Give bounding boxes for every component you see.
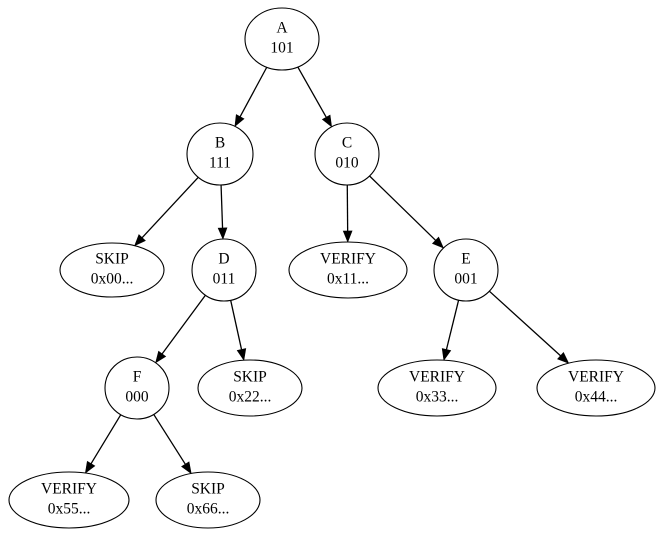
edge-D-to-S2 — [230, 300, 243, 350]
arrowhead-icon — [84, 460, 96, 474]
arrowhead-icon — [155, 350, 167, 364]
node-shape-ellipse — [536, 359, 656, 417]
node-s0[interactable]: SKIP 0x00... — [59, 242, 165, 298]
node-label-secondary: 000 — [125, 389, 149, 406]
node-label-primary: E — [461, 251, 470, 268]
node-e[interactable]: E 001 — [433, 238, 499, 302]
node-shape-ellipse — [8, 471, 130, 529]
node-label-primary: C — [342, 135, 352, 152]
node-shape-ellipse — [288, 241, 408, 299]
node-v5[interactable]: VERIFY 0x55... — [8, 471, 130, 529]
edge-D-to-F — [161, 294, 206, 355]
edge-E-to-V3 — [445, 300, 460, 350]
node-shape-ellipse — [155, 471, 261, 529]
node-label-secondary: 011 — [213, 271, 236, 288]
arrowhead-icon — [441, 348, 452, 361]
node-shape-ellipse — [377, 359, 497, 417]
edges-layer — [84, 66, 570, 475]
node-label-secondary: 0x33... — [416, 389, 459, 406]
node-c[interactable]: C 010 — [314, 122, 380, 186]
node-shape-circle — [314, 122, 380, 186]
node-label-primary: SKIP — [191, 481, 225, 498]
node-s2[interactable]: SKIP 0x22... — [197, 359, 303, 417]
edge-A-to-B — [239, 66, 268, 117]
node-label-primary: VERIFY — [568, 369, 624, 386]
arrowhead-icon — [134, 234, 146, 247]
node-shape-circle — [186, 122, 254, 186]
edge-B-to-D — [220, 184, 224, 229]
node-label-primary: VERIFY — [320, 251, 376, 268]
node-label-secondary: 101 — [270, 40, 293, 57]
node-label-secondary: 0x11... — [327, 271, 369, 288]
node-label-primary: F — [133, 369, 142, 386]
node-label-secondary: 0x66... — [187, 501, 230, 518]
node-label-secondary: 0x44... — [575, 389, 618, 406]
arrowhead-icon — [342, 230, 353, 243]
edge-E-to-V4 — [488, 290, 561, 357]
node-b[interactable]: B 111 — [186, 122, 254, 186]
nodes-layer: A101B111C010SKIP0x00...D011VERIFY0x11...… — [8, 7, 656, 529]
node-v1[interactable]: VERIFY 0x11... — [288, 241, 408, 299]
node-v4[interactable]: VERIFY 0x44... — [536, 359, 656, 417]
node-label-primary: SKIP — [95, 251, 129, 268]
node-label-primary: D — [218, 251, 229, 268]
node-label-secondary: 0x55... — [48, 501, 91, 518]
node-label-secondary: 111 — [209, 155, 231, 172]
arrowhead-icon — [236, 348, 247, 361]
arrowhead-icon — [557, 352, 570, 364]
node-label-secondary: 0x00... — [91, 271, 134, 288]
arrowhead-icon — [181, 461, 192, 475]
node-label-primary: A — [276, 20, 288, 37]
edge-F-to-S6 — [153, 414, 186, 465]
node-shape-circle — [104, 356, 170, 420]
arrowhead-icon — [431, 236, 445, 249]
node-shape-ellipse — [197, 359, 303, 417]
node-shape-ellipse — [59, 242, 165, 298]
node-label-secondary: 0x22... — [229, 389, 272, 406]
node-shape-circle — [244, 7, 320, 71]
arrowhead-icon — [234, 114, 245, 128]
edge-A-to-C — [297, 66, 327, 118]
edge-C-to-E — [369, 175, 437, 241]
node-shape-circle — [191, 238, 257, 302]
arrowhead-icon — [321, 114, 333, 128]
node-label-primary: VERIFY — [41, 481, 97, 498]
node-d[interactable]: D 011 — [191, 238, 257, 302]
arrowhead-icon — [217, 227, 228, 240]
node-label-primary: B — [215, 135, 225, 152]
edge-B-to-S0 — [141, 176, 199, 239]
node-label-primary: SKIP — [233, 369, 267, 386]
node-label-secondary: 001 — [454, 271, 477, 288]
node-shape-circle — [433, 238, 499, 302]
node-label-secondary: 010 — [335, 155, 359, 172]
node-v3[interactable]: VERIFY 0x33... — [377, 359, 497, 417]
node-f[interactable]: F 000 — [104, 356, 170, 420]
node-label-primary: VERIFY — [409, 369, 465, 386]
node-s6[interactable]: SKIP 0x66... — [155, 471, 261, 529]
node-a[interactable]: A 101 — [244, 7, 320, 71]
edge-F-to-V5 — [90, 414, 122, 464]
